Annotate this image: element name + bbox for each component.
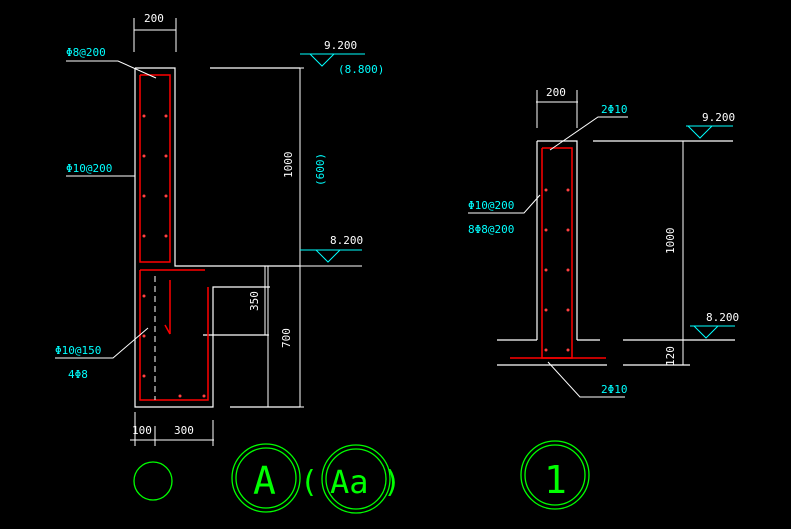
rebar-dot [142, 234, 146, 238]
section-1-level-top-text: 9.200 [702, 111, 735, 124]
rebar-dot [202, 394, 206, 398]
section-a-dim-height-text: 1000 [282, 152, 295, 179]
section-1-label-bottom: 2Φ10 [601, 383, 628, 396]
bubble-aa-outer [321, 444, 391, 514]
section-1-dim-height [679, 140, 687, 366]
section-a-rebar-dots [142, 114, 206, 398]
leader-lower [55, 327, 149, 359]
rebar-dot [566, 188, 570, 192]
section-a-label-top: Φ8@200 [66, 46, 106, 59]
section-a-outline-main [135, 67, 300, 267]
detail-bubbles [133, 440, 590, 514]
rebar-dot [164, 194, 168, 198]
rebar-dot [566, 348, 570, 352]
section-a-leaders [55, 60, 157, 359]
rebar-dot [544, 348, 548, 352]
rebar-dot [566, 268, 570, 272]
section-a-dim-top-text: 200 [144, 12, 164, 25]
section-a-level-mid [300, 249, 362, 267]
rebar-dot [566, 228, 570, 232]
bubble-a-open-paren: ( [300, 465, 318, 500]
section-1-dim-bottom-text: 120 [664, 346, 677, 366]
section-1-level-top [686, 125, 733, 139]
bubble-a-outer [231, 443, 301, 513]
rebar-dot [142, 194, 146, 198]
section-a-outline-left [134, 68, 270, 408]
section-a-rebar-outer-loop [139, 74, 171, 263]
section-1-level-bottom [690, 325, 735, 339]
section-a-dim-height [296, 67, 304, 408]
leader-top [66, 60, 157, 79]
section-a-rebar-diag-end [164, 324, 171, 335]
rebar-dot [544, 268, 548, 272]
leader-top [549, 116, 628, 151]
bubble-a-close-paren: ) [383, 465, 401, 500]
rebar-dot [142, 374, 146, 378]
leader-vertical [468, 194, 541, 214]
section-a-dim-lower-text: 700 [280, 328, 293, 348]
section-a-dim-bottom-right-text: 300 [174, 424, 194, 437]
section-1: 200 9.200 1000 120 8.200 2Φ10 Φ10@2 [468, 86, 739, 398]
section-1-label-horizontal: 8Φ8@200 [468, 223, 514, 236]
section-1-dim-height-text: 1000 [664, 228, 677, 255]
section-a-label-vertical: Φ10@200 [66, 162, 112, 175]
rebar-dot [544, 308, 548, 312]
section-a-rebar-lower-loop [139, 270, 209, 401]
rebar-dot [544, 188, 548, 192]
section-a-label-lower-stirrup: Φ10@150 [55, 344, 101, 357]
rebar-dot [164, 114, 168, 118]
section-a-dim-top [133, 18, 177, 52]
bubble-1-outer [520, 440, 590, 510]
rebar-dot [544, 228, 548, 232]
section-a-level-top-text: 9.200 [324, 39, 357, 52]
section-1-label-vertical: Φ10@200 [468, 199, 514, 212]
rebar-dot [178, 394, 182, 398]
section-a-rebar [139, 74, 209, 401]
section-a-dim-height-alt-text: (600) [314, 153, 327, 186]
section-a-level-top-alt-text: (8.800) [338, 63, 384, 76]
section-1-dim-top-text: 200 [546, 86, 566, 99]
rebar-dot [164, 234, 168, 238]
bubble-a-label: A [253, 459, 276, 503]
section-a: 200 9.200 (8.800) 1000 (600) 8.200 [55, 12, 384, 446]
bubble-1-inner [524, 444, 586, 506]
section-1-level-bottom-text: 8.200 [706, 311, 739, 324]
section-1-rebar [510, 147, 606, 359]
bubble-blank [133, 461, 173, 501]
section-a-outline [134, 67, 300, 408]
leader-bottom [547, 361, 625, 398]
section-1-dim-top [536, 90, 578, 128]
section-a-dim-bottom [130, 412, 214, 446]
rebar-dot [142, 154, 146, 158]
section-a-dim-bottom-left-text: 100 [132, 424, 152, 437]
bubble-1-label: 1 [544, 458, 567, 502]
section-a-level-mid-text: 8.200 [330, 234, 363, 247]
rebar-dot [142, 114, 146, 118]
rebar-dot [566, 308, 570, 312]
section-1-rebar-dots [544, 188, 570, 352]
rebar-dot [142, 294, 146, 298]
bubble-aa-label: Aa [330, 463, 369, 501]
rebar-dot [164, 154, 168, 158]
section-a-label-lower-bars: 4Φ8 [68, 368, 88, 381]
bubble-a-inner [235, 447, 297, 509]
section-1-leaders [468, 116, 628, 398]
rebar-dot [142, 334, 146, 338]
section-a-dim-step-text: 350 [248, 291, 261, 311]
bubble-aa-inner [325, 448, 387, 510]
section-1-label-top: 2Φ10 [601, 103, 628, 116]
section-a-level-top [300, 53, 365, 67]
